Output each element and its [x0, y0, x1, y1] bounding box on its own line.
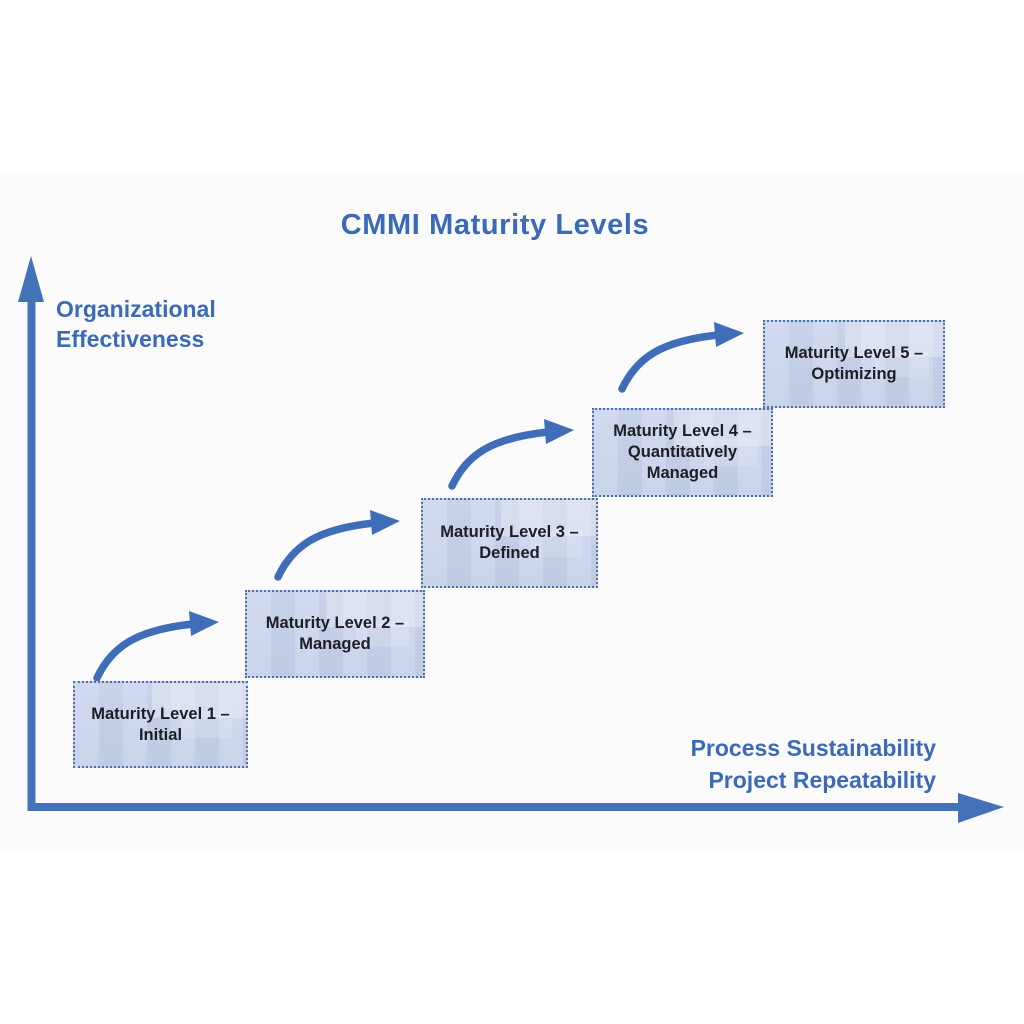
x-axis-label: Process Sustainability Project Repeatabi…	[690, 735, 936, 793]
x-axis-arrowhead-icon	[958, 793, 1004, 823]
curved-arrow-1-icon	[97, 611, 219, 678]
maturity-level-box-3: Maturity Level 3 – Defined	[421, 498, 598, 588]
page-title: CMMI Maturity Levels	[340, 209, 650, 241]
curved-arrow-4-icon	[622, 322, 744, 389]
maturity-level-box-2: Maturity Level 2 – Managed	[245, 590, 425, 678]
maturity-level-box-1: Maturity Level 1 – Initial	[73, 681, 248, 768]
maturity-level-2-label: Maturity Level 2 – Managed	[265, 614, 405, 653]
x-axis-line	[27, 803, 960, 811]
maturity-level-3-label: Maturity Level 3 – Defined	[440, 523, 579, 562]
curved-arrow-2-icon	[278, 510, 400, 577]
y-axis-line	[27, 295, 36, 811]
y-axis-arrowhead-icon	[18, 256, 44, 302]
maturity-level-4-label: Maturity Level 4 – Quantitatively Manage…	[613, 422, 752, 482]
curved-arrow-3-icon	[452, 419, 574, 486]
maturity-level-box-5: Maturity Level 5 – Optimizing	[763, 320, 945, 408]
y-axis-label: Organizational Effectiveness	[56, 296, 216, 352]
maturity-level-1-label: Maturity Level 1 – Initial	[91, 704, 230, 744]
maturity-level-5-label: Maturity Level 5 – Optimizing	[784, 344, 924, 383]
maturity-level-box-4: Maturity Level 4 – Quantitatively Manage…	[592, 408, 773, 497]
